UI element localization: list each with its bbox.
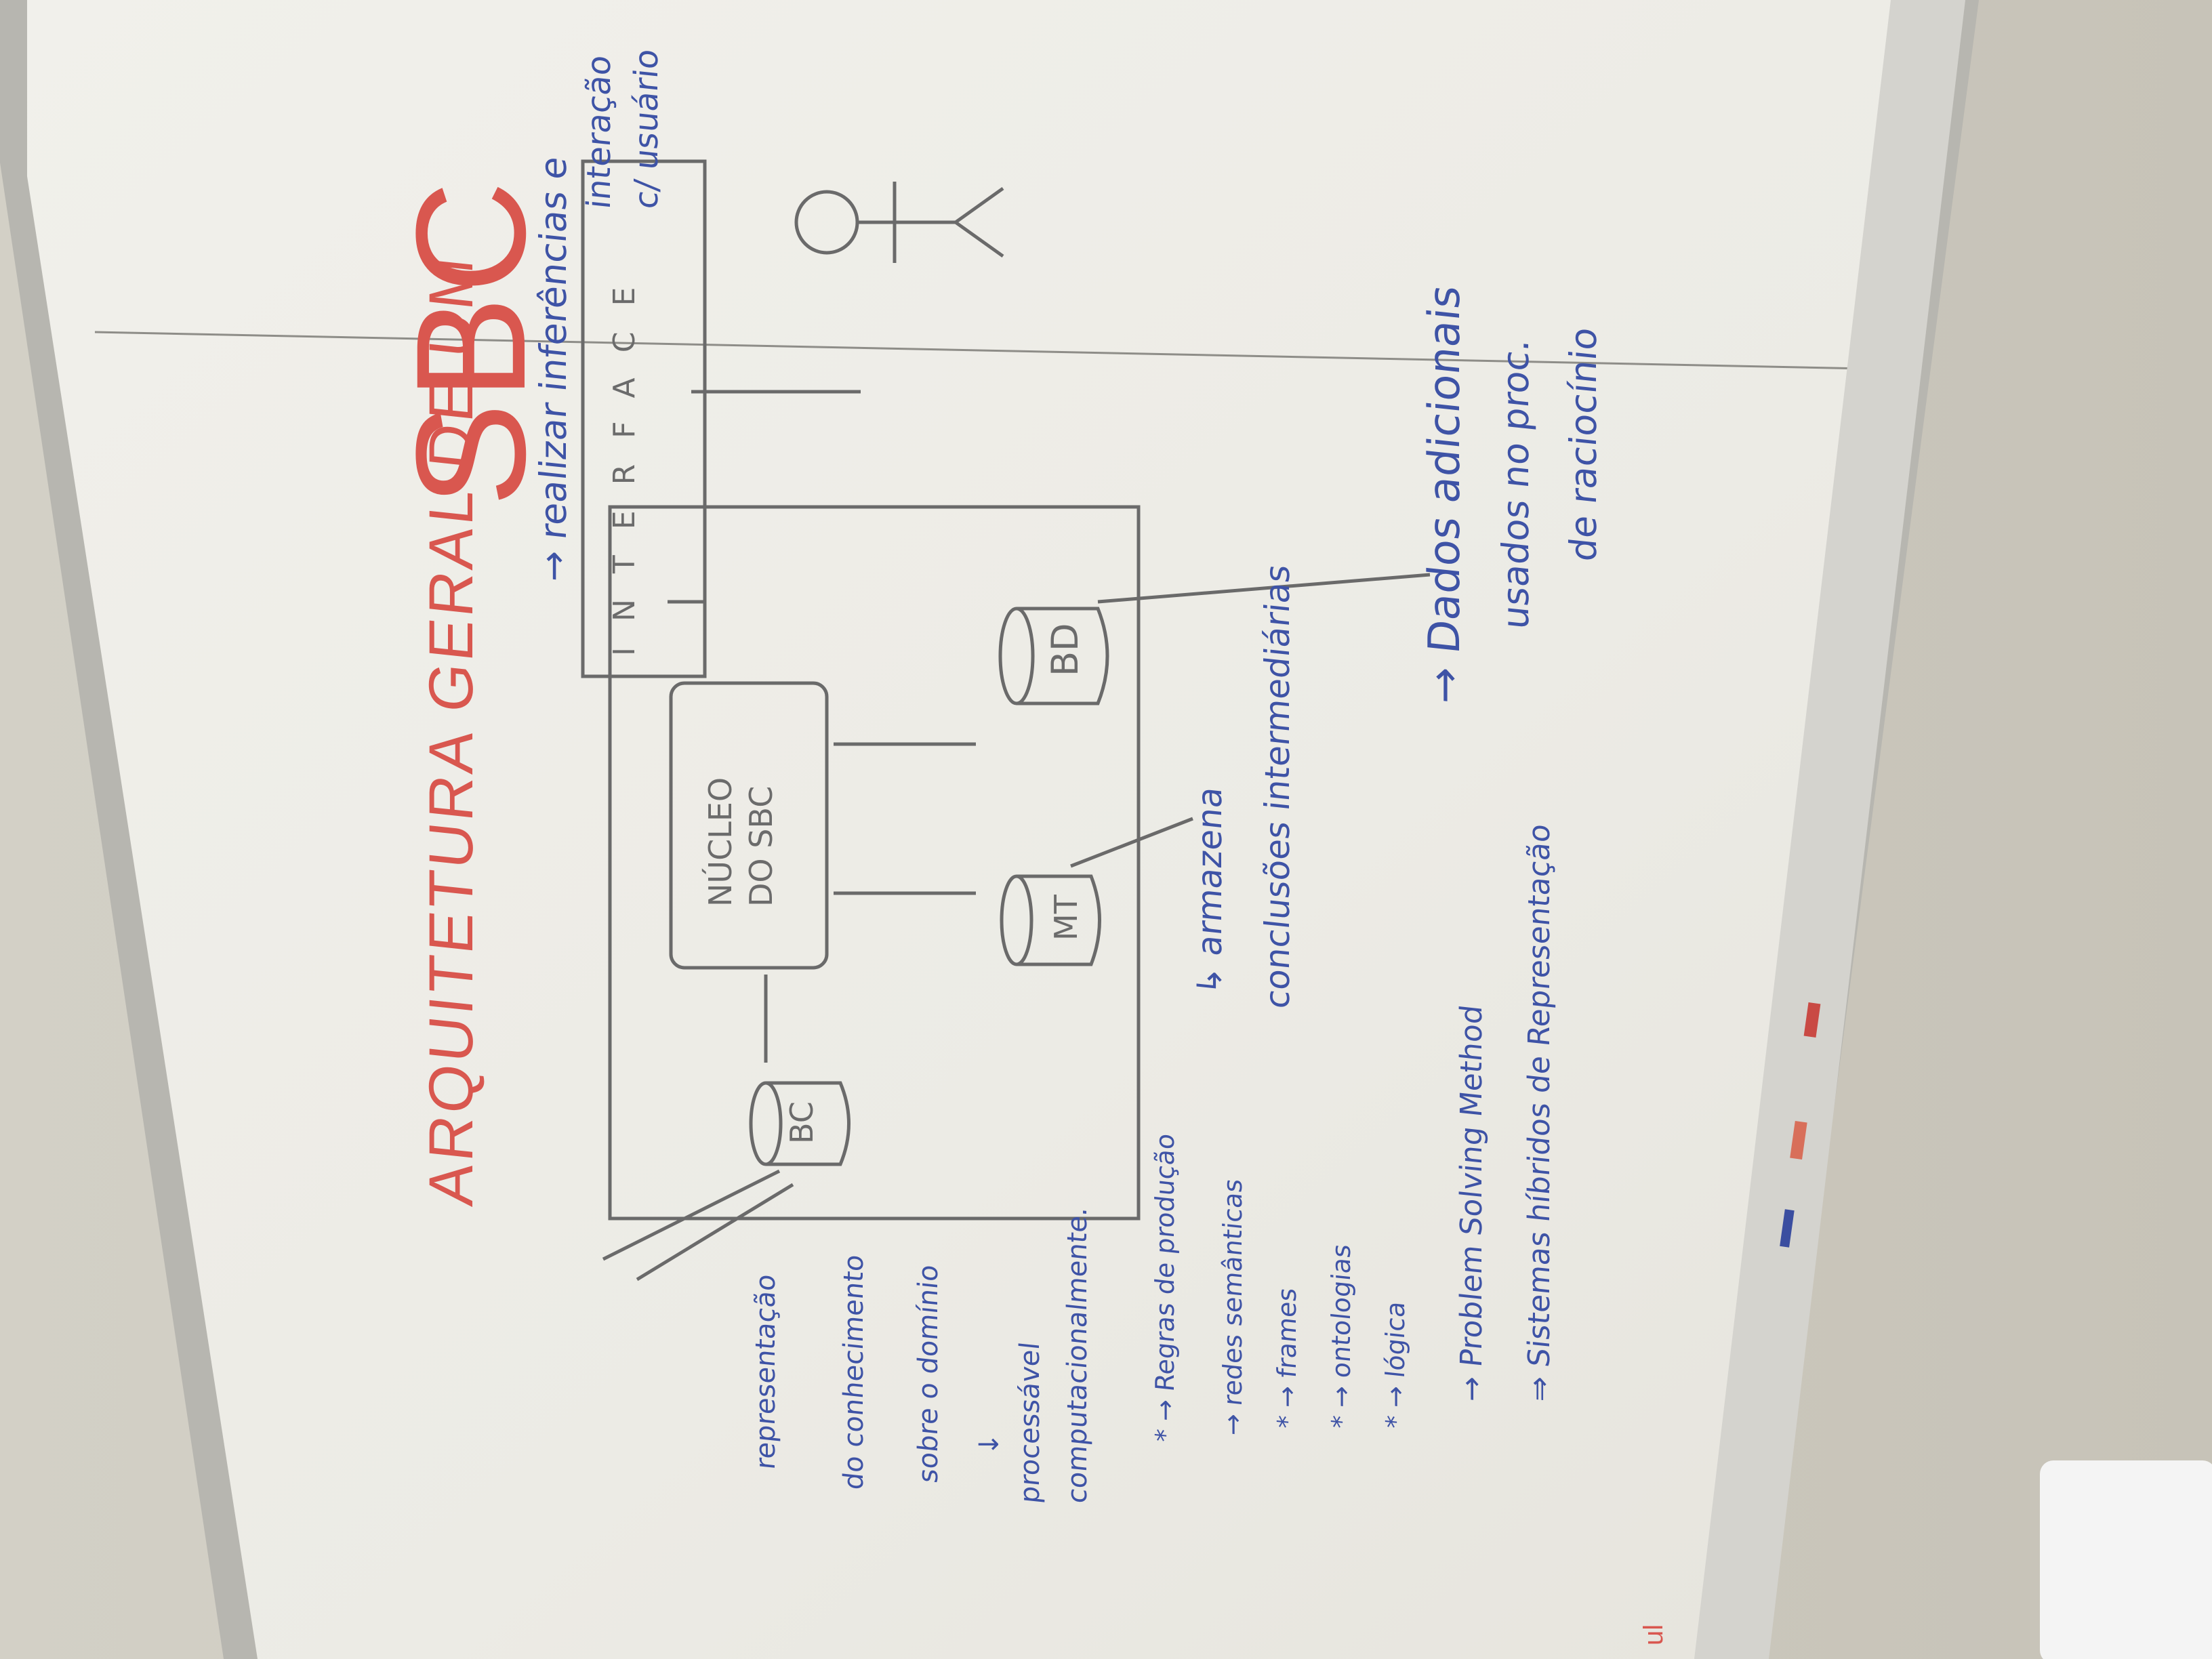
interface-letter: R xyxy=(607,438,642,485)
note-usuario: c/ usuário xyxy=(628,47,665,211)
bc-cylinder-body xyxy=(766,1081,851,1166)
bd-cylinder-top xyxy=(998,607,1035,705)
nucleo-label-2: DO SBC xyxy=(743,785,779,907)
blue-marker xyxy=(1780,1209,1795,1248)
orange-marker xyxy=(1790,1121,1807,1160)
light-fixture xyxy=(2040,1460,2212,1659)
nucleo-box xyxy=(669,681,829,970)
red-marker xyxy=(1803,1002,1821,1038)
sbc-outer-box xyxy=(608,505,1141,1221)
list-item: → Problem Solving Method xyxy=(1454,1003,1489,1404)
list-item: ⇒ Sistemas híbridos de Representação xyxy=(1522,822,1557,1404)
list-item: → redes semânticas xyxy=(1218,1177,1248,1437)
interface-box xyxy=(581,159,707,678)
interface-letter: I xyxy=(607,621,642,656)
left-note-4: processável xyxy=(1015,1340,1046,1505)
bc-label: BC xyxy=(783,1101,820,1144)
bd-note-1: → Dados adicionais xyxy=(1420,283,1470,706)
note-inferencias: → realizar inferências e xyxy=(532,154,575,584)
input-arrow-2 xyxy=(636,1183,794,1282)
bd-note-2: usados no proc. xyxy=(1494,336,1537,632)
interface-letter: A xyxy=(607,352,642,398)
mt-cylinder-top xyxy=(1000,874,1033,966)
bd-note-3: de raciocínio xyxy=(1562,325,1605,564)
user-figure xyxy=(691,182,1004,394)
list-item: * → Regras de produção xyxy=(1150,1132,1180,1444)
bd-label: BD xyxy=(1044,623,1086,676)
mt-note-2: conclusões intermediárias xyxy=(1258,562,1297,1011)
interface-letter: F xyxy=(607,398,642,438)
interface-letter: C xyxy=(607,306,642,353)
mt-label: MT xyxy=(1048,895,1084,941)
nucleo-label-1: NÚCLEO xyxy=(702,777,739,907)
interface-letter-list: INTERFACE xyxy=(607,261,642,656)
input-arrow xyxy=(602,1169,781,1261)
left-note-2: do conhecimento xyxy=(838,1253,869,1492)
left-note-3: sobre o domínio xyxy=(913,1263,944,1485)
board-seam xyxy=(94,331,1898,371)
mt-note-1: ↳ armazena xyxy=(1190,785,1229,998)
list-item: * → lógica xyxy=(1380,1300,1410,1431)
mt-note-connector xyxy=(1070,817,1193,868)
interface-letter: N xyxy=(607,573,642,622)
list-item: * → ontologias xyxy=(1326,1242,1356,1431)
left-note-1: representação xyxy=(750,1272,781,1471)
mt-cylinder-body xyxy=(1017,874,1101,966)
list-item: * → frames xyxy=(1272,1286,1302,1431)
bd-note-connector xyxy=(1097,573,1431,604)
interface-letter: T xyxy=(607,529,642,574)
interface-letter: E xyxy=(607,485,642,530)
bc-cylinder-top xyxy=(749,1081,783,1166)
note-interacao: interação xyxy=(580,53,618,211)
bd-cylinder-body xyxy=(1017,607,1109,705)
marker-tray xyxy=(1694,0,1965,1659)
board-surface xyxy=(27,0,1918,1659)
left-note-5: computacionalmente. xyxy=(1062,1205,1093,1505)
margin-mark: ul xyxy=(1639,1624,1668,1645)
interface-letter: E xyxy=(607,261,642,306)
left-note-arrow: ↓ xyxy=(974,1433,1005,1456)
